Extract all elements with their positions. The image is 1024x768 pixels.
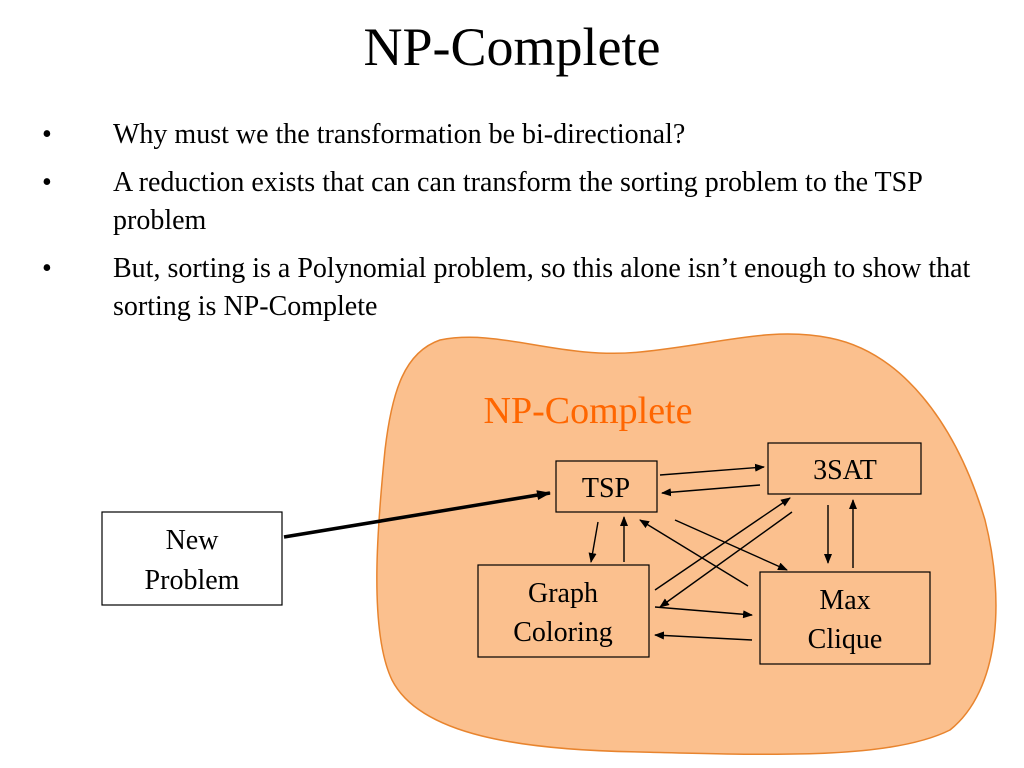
- node-3sat: 3SAT: [767, 442, 922, 495]
- bullet-item: • Why must we the transformation be bi-d…: [0, 116, 1024, 154]
- bullet-item: • A reduction exists that can can transf…: [0, 164, 1024, 240]
- node-tsp-label: TSP: [582, 473, 630, 504]
- edge-max-clique-to-tsp: [639, 519, 749, 587]
- node-max-clique-line1: Max: [819, 585, 870, 616]
- bullet-marker: •: [42, 119, 52, 150]
- edge-3sat-to-tsp: [661, 484, 761, 497]
- node-3sat-label: 3SAT: [813, 455, 877, 486]
- node-tsp: TSP: [555, 460, 658, 513]
- edge-3sat-to-graph-coloring: [659, 511, 793, 608]
- edge-graph-coloring-to-3sat: [654, 497, 791, 591]
- bullet-text: But, sorting is a Polynomial problem, so…: [113, 253, 971, 322]
- bullet-text: A reduction exists that can can transfor…: [113, 167, 922, 236]
- node-graph-coloring: Graph Coloring: [477, 564, 650, 658]
- bullet-item: • But, sorting is a Polynomial problem, …: [0, 250, 1024, 326]
- edge-tsp-to-3sat: [659, 463, 765, 476]
- slide-title: NP-Complete: [363, 17, 661, 77]
- node-max-clique-line2: Clique: [808, 624, 883, 655]
- node-new-problem-line2: Problem: [145, 565, 240, 596]
- bullet-marker: •: [42, 253, 52, 284]
- edge-max-clique-to-graph-coloring: [654, 631, 753, 641]
- bullet-marker: •: [42, 167, 52, 198]
- bullet-list: • Why must we the transformation be bi-d…: [0, 116, 1024, 336]
- bullet-text: Why must we the transformation be bi-dir…: [113, 119, 686, 150]
- node-max-clique: Max Clique: [759, 571, 931, 665]
- edge-tsp-to-graph-coloring: [588, 521, 599, 563]
- edge-graph-coloring-to-max-clique: [654, 606, 753, 619]
- edge-new-problem-to-tsp: [283, 490, 551, 539]
- node-new-problem-line1: New: [166, 525, 220, 556]
- node-new-problem: New Problem: [101, 511, 283, 606]
- node-graph-coloring-line2: Coloring: [513, 617, 613, 648]
- region-label: NP-Complete: [484, 390, 693, 432]
- edge-tsp-to-max-clique: [674, 519, 788, 571]
- node-graph-coloring-line1: Graph: [528, 578, 598, 609]
